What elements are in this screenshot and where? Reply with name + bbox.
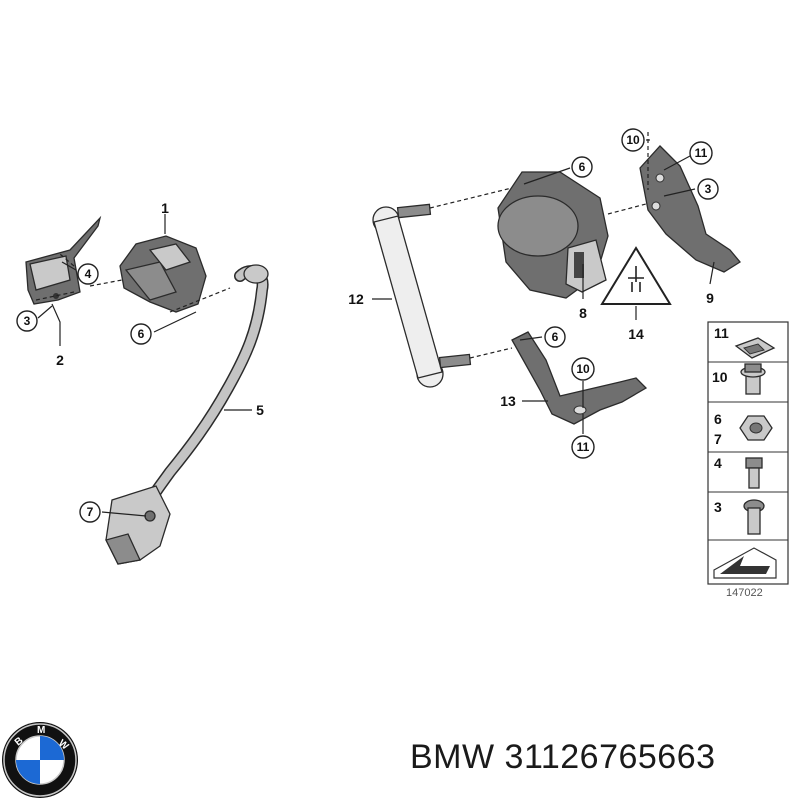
- callout-10: 10: [621, 128, 650, 152]
- part-title: BMW 31126765663: [410, 738, 716, 777]
- caution-triangle-part-14: [600, 246, 672, 305]
- callout-label: 10: [576, 362, 590, 376]
- callout-leader-line: [51, 303, 61, 346]
- callout-6: 6: [523, 156, 593, 185]
- hex-nut-icon: [739, 415, 773, 441]
- callout-label: 4: [85, 267, 92, 281]
- callout-label: 3: [705, 182, 712, 196]
- bracket-part-2: [25, 215, 102, 305]
- callout-5: 5: [224, 402, 264, 418]
- callout-label: 5: [256, 402, 264, 418]
- clamp-part-7: [105, 485, 171, 565]
- callout-label: 11: [577, 440, 590, 454]
- bracket-part-9: [639, 145, 741, 273]
- callout-label: 2: [56, 352, 64, 368]
- callout-label: 6: [579, 160, 586, 174]
- callout-13: 13: [500, 393, 548, 409]
- callout-leader-line: [519, 336, 543, 341]
- legend-label-11: 11: [714, 325, 729, 341]
- callout-label: 13: [500, 393, 516, 409]
- callout-circle: [130, 323, 152, 345]
- callout-2: 2: [51, 303, 64, 368]
- brand-name: BMW: [410, 738, 495, 776]
- legend-label-4: 4: [714, 455, 722, 471]
- callout-label: 8: [579, 305, 587, 321]
- callout-9: 9: [706, 261, 715, 306]
- callout-circle: [621, 128, 645, 152]
- callout-leader-line: [101, 511, 147, 517]
- callout-label: 7: [87, 505, 94, 519]
- callout-11: 11: [571, 414, 595, 459]
- hex-bolt-icon: [745, 457, 763, 489]
- callout-6: 6: [130, 311, 197, 345]
- legend-label-3: 3: [714, 499, 722, 515]
- arrow-icon: [713, 547, 777, 579]
- callout-label: 6: [552, 330, 559, 344]
- callout-12: 12: [348, 291, 392, 307]
- callout-leader-line: [663, 155, 691, 171]
- callout-label: 1: [161, 200, 169, 216]
- callout-3: 3: [16, 305, 53, 332]
- callout-label: 3: [24, 314, 31, 328]
- socket-screw-icon: [743, 499, 765, 535]
- callout-leader-line: [709, 261, 715, 285]
- flange-bolt-icon: [740, 363, 766, 395]
- callout-label: 11: [695, 146, 708, 160]
- legend-label-10: 10: [712, 369, 728, 385]
- callout-leader-line: [61, 261, 77, 271]
- callout-label: 9: [706, 290, 714, 306]
- callout-circle: [571, 156, 593, 178]
- callout-label: 14: [628, 326, 644, 342]
- callout-8: 8: [579, 264, 587, 321]
- callout-1: 1: [161, 200, 169, 234]
- clip-nut-icon: [734, 337, 776, 359]
- callout-circle: [16, 310, 38, 332]
- svg-text:M: M: [37, 725, 45, 736]
- callout-circle: [544, 326, 566, 348]
- sensor-part-8: [497, 171, 609, 299]
- callout-14: 14: [628, 306, 644, 342]
- callout-label: 10: [626, 133, 640, 147]
- callout-leader-line: [663, 188, 696, 197]
- callout-leader-line: [153, 311, 197, 333]
- callout-label: 12: [348, 291, 364, 307]
- callout-circle: [77, 263, 99, 285]
- callout-3: 3: [663, 178, 719, 200]
- bmw-logo-icon: B M W: [2, 722, 78, 798]
- callout-circle: [79, 501, 101, 523]
- diagram-code: 147022: [726, 587, 763, 599]
- callout-circle: [571, 435, 595, 459]
- callout-11: 11: [663, 141, 713, 171]
- callout-circle: [571, 357, 595, 381]
- callout-leader-line: [37, 305, 53, 319]
- legend-label-6: 6: [714, 411, 722, 427]
- callout-7: 7: [79, 501, 147, 523]
- hardware-legend: 11 10 6 7 4 3 14702: [707, 321, 789, 599]
- legend-label-7: 7: [714, 431, 722, 447]
- callout-label: 6: [138, 327, 145, 341]
- callout-10: 10: [571, 357, 595, 408]
- callout-leader-line: [523, 167, 571, 185]
- link-rod-part-5: [140, 264, 269, 514]
- sensor-part-1: [119, 235, 207, 313]
- link-part-12: [372, 203, 472, 388]
- callout-circle: [697, 178, 719, 200]
- callout-6: 6: [519, 326, 566, 348]
- callout-circle: [689, 141, 713, 165]
- part-number: 31126765663: [504, 738, 716, 776]
- callout-4: 4: [61, 261, 99, 285]
